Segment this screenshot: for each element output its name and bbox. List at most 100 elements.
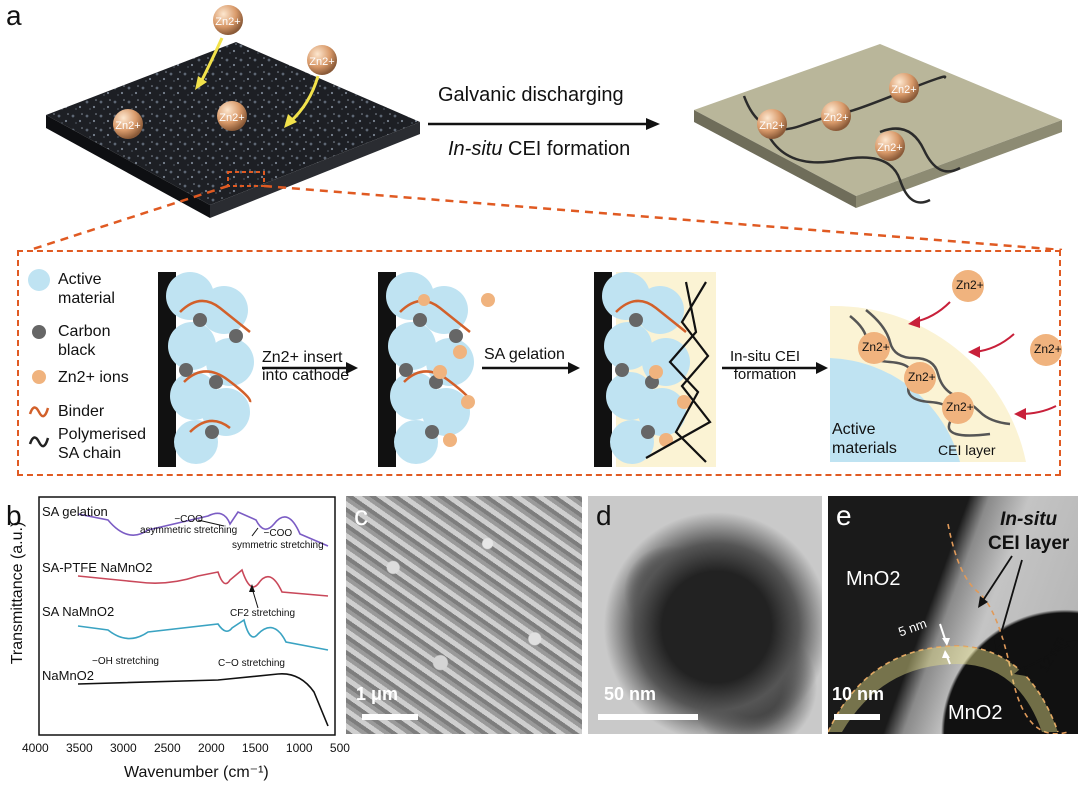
cei-title: In-situ CEI layer — [988, 508, 1069, 556]
panel-e-scale-label: 10 nm — [832, 684, 885, 704]
zn-ion: Zn2+ — [889, 73, 919, 103]
cathode-stage-pristine — [158, 272, 254, 467]
panel-d-letter: d — [596, 500, 612, 531]
x-tick: 3000 — [109, 741, 137, 755]
plot-frame — [38, 496, 336, 736]
series-label-sa-ptfe: SA-PTFE NaMnO2 — [42, 560, 153, 575]
panel-e-letter: e — [836, 500, 852, 531]
panel-a-letter: a — [6, 0, 22, 31]
panel-c-scale-label: 1 μm — [356, 684, 399, 704]
series-label-namno2: NaMnO2 — [42, 668, 95, 683]
legend-binder-symbol — [28, 406, 50, 418]
panel-d-scale-label: 50 nm — [604, 684, 657, 704]
panel-a-top-scene: Zn2+ Zn2+ Zn2+ Zn2+ Zn2+ Zn2+ Zn2+ Zn2+ — [29, 5, 1063, 250]
cei-inner-boundary — [828, 645, 1059, 733]
ftir-curve-sa-namno2 — [77, 618, 329, 651]
legend-zn-symbol — [32, 370, 46, 384]
x-tick-labels: 4000 3500 3000 2500 2000 1500 1000 500 — [22, 741, 350, 755]
x-tick: 2000 — [197, 741, 225, 755]
zn-ion: Zn2+ — [821, 101, 851, 131]
zn-ion: Zn2+ — [217, 101, 247, 131]
annot-cf2: CF2 stretching — [230, 608, 296, 619]
ftir-curve-sa-ptfe — [77, 568, 329, 597]
zn-ion-label: Zn2+ — [1034, 342, 1062, 356]
zn-ion: Zn2+ — [213, 5, 243, 35]
svg-text:Zn2+: Zn2+ — [309, 56, 334, 68]
zoom-line-right — [263, 184, 1063, 250]
svg-text:Zn2+: Zn2+ — [759, 120, 784, 132]
series-label-sa-gelation: SA gelation — [42, 504, 108, 519]
zn-ion: Zn2+ — [757, 109, 787, 139]
svg-text:Zn2+: Zn2+ — [219, 112, 244, 124]
x-tick: 2500 — [153, 741, 181, 755]
zn-ion-label: Zn2+ — [862, 340, 890, 354]
zn-ion: Zn2+ — [113, 109, 143, 139]
zn-ion: Zn2+ — [307, 45, 337, 75]
svg-text:Zn2+: Zn2+ — [877, 142, 902, 154]
mno2-bottom-label: MnO2 — [948, 702, 1003, 724]
sem-image — [346, 496, 582, 734]
zn-ion-label: Zn2+ — [956, 278, 984, 292]
process-label-bottom: In-situ CEI formation — [448, 138, 630, 161]
cathode-stage-gelled — [594, 272, 716, 467]
y-axis-label: Transmittance (a.u.) — [9, 521, 26, 665]
cei-insitu-label: In-situ — [1000, 509, 1058, 530]
zoom-frame — [17, 250, 1061, 476]
cei-coated-electrode — [694, 44, 1062, 208]
panel-b-letter: b — [6, 500, 22, 531]
polymer-chain — [879, 127, 961, 173]
process-label-insitu: In-situ — [448, 138, 503, 160]
process-label-cei: CEI formation — [502, 138, 631, 160]
process-label-top: Galvanic discharging — [438, 84, 624, 106]
hrtem-image — [828, 496, 1078, 734]
x-tick: 1500 — [241, 741, 269, 755]
legend-carbon-symbol — [32, 325, 46, 339]
svg-text:Zn2+: Zn2+ — [891, 84, 916, 96]
zn-ion: Zn2+ — [875, 131, 905, 161]
ftir-curve-sa-gelation — [77, 510, 329, 547]
zoom-region-box — [227, 171, 265, 187]
panel-c-scale-bar — [362, 714, 418, 720]
x-axis-label: Wavenumber (cm⁻¹) — [124, 764, 269, 781]
panel-d-scale-bar — [598, 714, 698, 720]
tem-image — [588, 496, 822, 734]
ftir-plot — [38, 496, 336, 736]
legend-active-symbol — [28, 269, 50, 291]
zn-ion-label: Zn2+ — [946, 400, 974, 414]
series-label-sa-namno2: SA NaMnO2 — [42, 604, 115, 619]
legend-chain-symbol — [28, 436, 50, 448]
x-tick: 3500 — [65, 741, 93, 755]
x-tick: 500 — [329, 741, 350, 755]
hrtem-overlay — [828, 523, 1078, 734]
cei-outer-boundary — [947, 523, 1069, 734]
svg-text:Zn2+: Zn2+ — [823, 112, 848, 124]
annot-oh: −OH stretching — [92, 656, 159, 667]
cei-layer-hatch — [828, 646, 1058, 732]
cathode-stages — [158, 270, 1062, 467]
step2-label: SA gelation — [484, 346, 565, 363]
panel-e-scale-bar — [834, 714, 880, 720]
ftir-curve-namno2 — [77, 673, 329, 727]
svg-text:Zn2+: Zn2+ — [215, 16, 240, 28]
mno2-top-label: MnO2 — [846, 568, 901, 590]
x-tick: 4000 — [22, 741, 49, 755]
cathode-stage-inserted — [378, 272, 495, 467]
annot-co: C−O stretching — [218, 658, 285, 669]
cei-layer-label: CEI layer — [938, 442, 996, 458]
svg-text:Zn2+: Zn2+ — [115, 120, 140, 132]
zn-ion-label: Zn2+ — [908, 370, 936, 384]
panel-c-letter: c — [354, 500, 368, 531]
polymer-chain — [768, 137, 931, 204]
zoom-line-left — [29, 184, 229, 250]
legend-zn-label: Zn2+ ions — [58, 369, 129, 386]
legend-symbols — [28, 269, 50, 448]
cei-layer-label: CEI layer — [988, 533, 1070, 554]
